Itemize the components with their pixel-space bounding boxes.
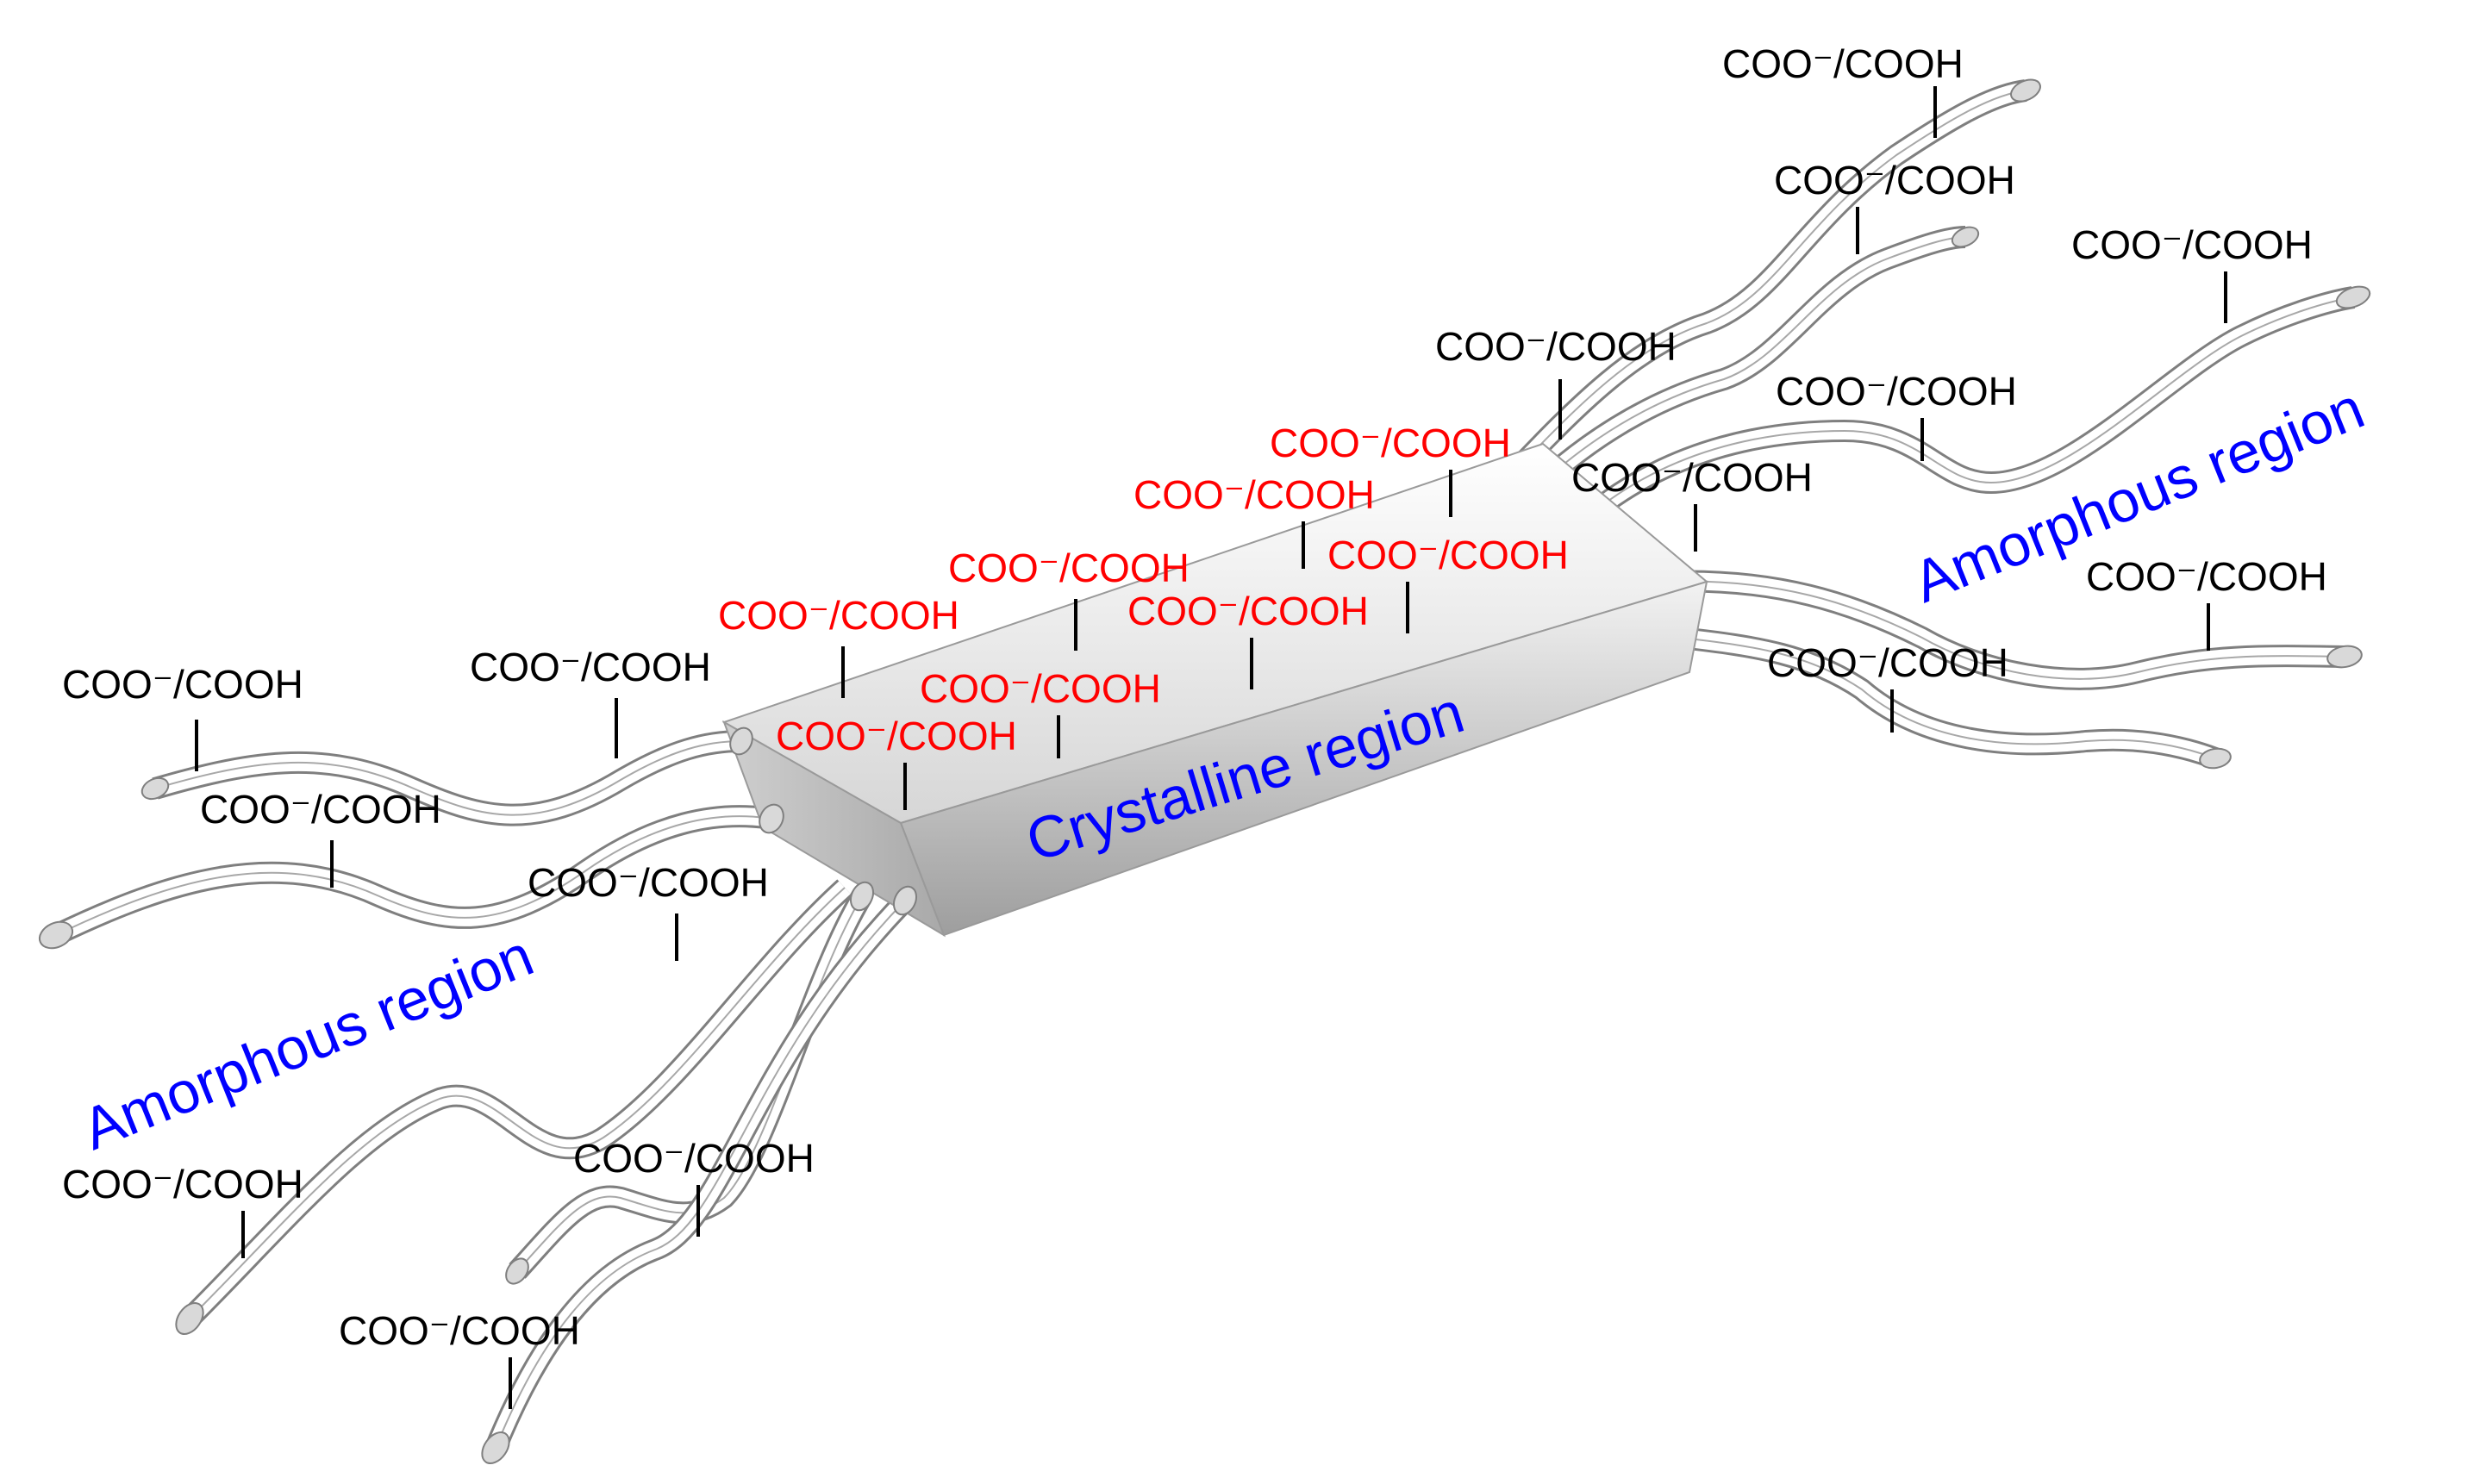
crystalline-group-label: COO⁻/COOH (776, 714, 1017, 758)
fiber-end-cap (2010, 78, 2041, 103)
fiber-end-cap (759, 803, 784, 834)
fiber-end-cap (892, 885, 918, 916)
amorphous-group-label: COO⁻/COOH (1435, 324, 1677, 369)
amorphous-group-label: COO⁻/COOH (528, 860, 769, 905)
fiber-end-cap (849, 881, 875, 912)
fiber-end-cap (729, 726, 753, 756)
crystalline-group-label: COO⁻/COOH (1133, 472, 1375, 517)
crystal-end-face (722, 720, 946, 938)
amorphous-group-label: COO⁻/COOH (62, 662, 303, 707)
fiber-end-cap (481, 1431, 510, 1465)
crystalline-block (721, 442, 1709, 938)
fiber-end-cap (2335, 285, 2371, 309)
fiber-end-cap (38, 920, 74, 950)
crystalline-group-label: COO⁻/COOH (1270, 421, 1511, 465)
amorphous-fibers (51, 79, 2356, 1452)
crystalline-group-label: COO⁻/COOH (948, 546, 1190, 590)
fiber-midline (1508, 90, 2026, 479)
fiber-midline (495, 900, 906, 1449)
fiber-end-cap (2326, 645, 2363, 669)
amorphous-group-label: COO⁻/COOH (470, 645, 711, 689)
fiber-midline (189, 887, 846, 1319)
amorphous-group-label: COO⁻/COOH (62, 1162, 303, 1207)
crystalline-group-label: COO⁻/COOH (920, 666, 1161, 711)
amorphous-group-label: COO⁻/COOH (339, 1308, 580, 1353)
amorphous-group-label: COO⁻/COOH (2086, 554, 2327, 599)
amorphous-group-label: COO⁻/COOH (573, 1136, 815, 1181)
crystalline-group-label: COO⁻/COOH (718, 593, 959, 638)
amorphous-group-label: COO⁻/COOH (1767, 640, 2008, 685)
amorphous-region-left-label: Amorphous region (73, 922, 542, 1163)
fiber-midline (1525, 236, 1966, 499)
fiber-end-cap (1951, 226, 1980, 248)
fiber-midline (1577, 296, 2354, 527)
crystalline-group-label: COO⁻/COOH (1127, 589, 1369, 633)
fiber-body (1502, 82, 2027, 484)
amorphous-group-label: COO⁻/COOH (1571, 455, 1813, 500)
group-ticks (195, 86, 2227, 1409)
crystalline-group-label: COO⁻/COOH (1327, 533, 1569, 577)
fiber-end-cap (2199, 747, 2232, 770)
fiber-end-cap (175, 1301, 204, 1336)
amorphous-group-label: COO⁻/COOH (1776, 369, 2017, 414)
fiber-midline (1663, 580, 2345, 680)
fiber-end-cap (505, 1257, 529, 1285)
amorphous-group-label: COO⁻/COOH (1722, 41, 1964, 86)
amorphous-group-label: COO⁻/COOH (2071, 222, 2313, 267)
fiber-midline (154, 740, 742, 816)
amorphous-group-label: COO⁻/COOH (200, 787, 441, 832)
fiber-ends (38, 78, 2371, 1465)
amorphous-group-label: COO⁻/COOH (1774, 158, 2015, 203)
fiber-midline (55, 815, 772, 936)
fiber-midline (1680, 637, 2216, 759)
fiber-end-cap (141, 776, 170, 801)
